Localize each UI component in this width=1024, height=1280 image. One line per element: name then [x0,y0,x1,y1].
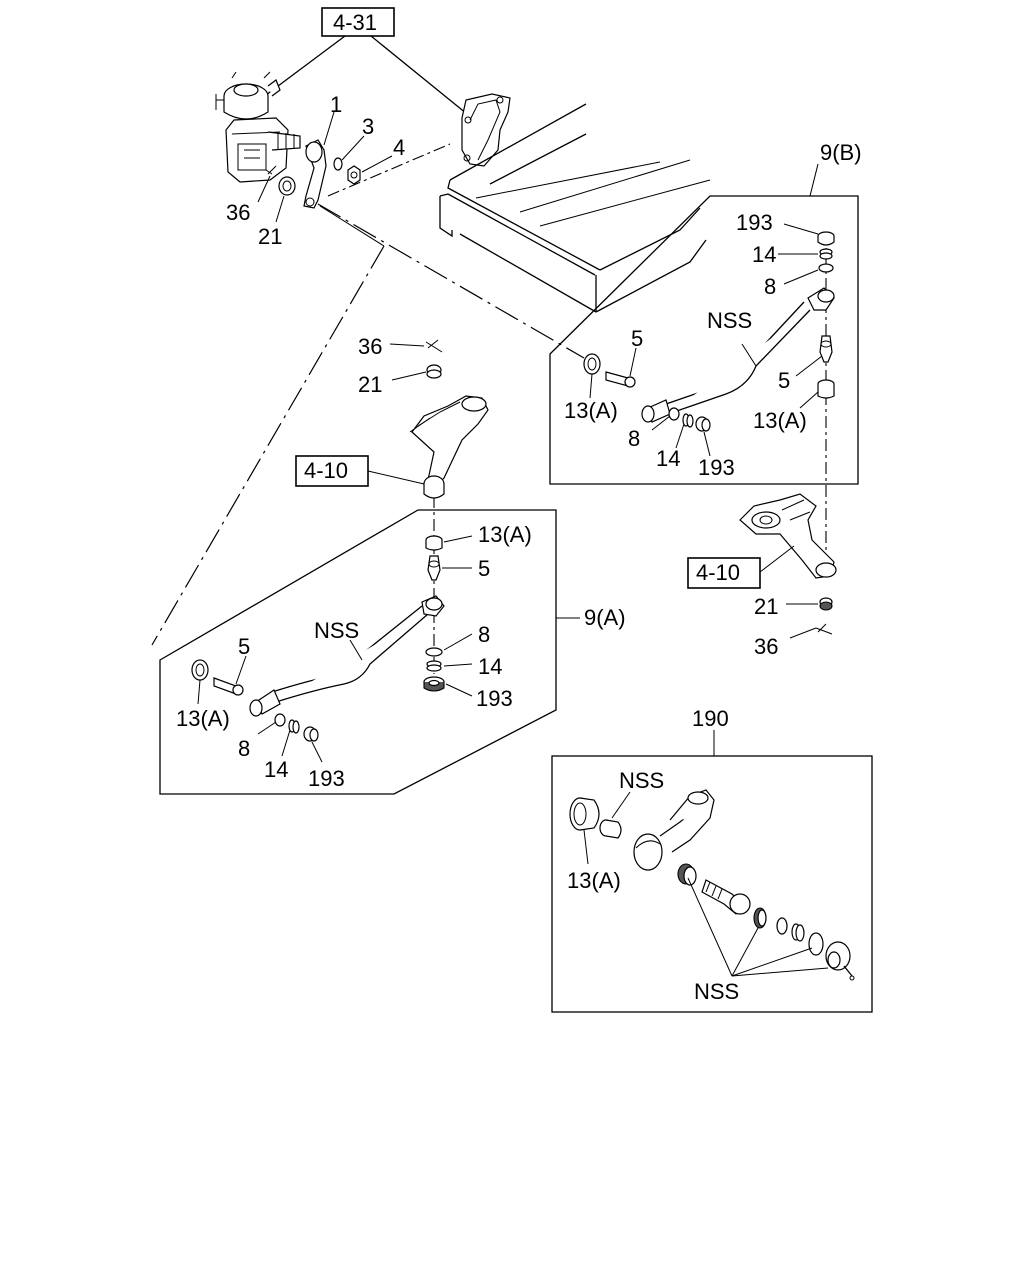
spring-190 [791,923,805,942]
drag-link-9a [249,595,445,717]
label-36-idler-left: 36 [358,334,382,359]
socket-13a-left-a [191,659,209,681]
label-part-36-gearbox: 36 [226,200,250,225]
ring-8-bottom-a [274,713,286,727]
spring-14-top-b [819,248,833,260]
group-190-label: 190 [692,706,729,731]
label-8-top-b: 8 [764,274,776,299]
seal-190 [677,863,697,886]
ring-8-bottom-b [668,407,680,421]
group-9a-label: 9(A) [584,605,626,630]
label-5-left-b: 5 [631,326,643,351]
group-9a-frame [159,509,557,795]
group-190-frame [551,755,873,1013]
label-14-top-b: 14 [752,242,776,267]
label-nss-190-bottom: NSS [694,979,739,1004]
spring-14-right-a [426,660,442,672]
label-14-bottom-a: 14 [264,757,288,782]
ref-box-4-10-left[interactable]: 4-10 [295,455,369,487]
label-nss-a: NSS [314,618,359,643]
ring-8-right-a [425,647,443,657]
idler-arm-right [739,493,837,579]
label-14-bottom-b: 14 [656,446,680,471]
socket-13a-top-a [425,535,443,551]
label-21-idler-left: 21 [358,372,382,397]
ring-8-top-b [818,263,834,273]
label-13a-right-b: 13(A) [753,408,807,433]
label-nss-190-top: NSS [619,768,664,793]
ring-190 [753,907,767,929]
label-5-top-a: 5 [478,556,490,581]
steering-gearbox [215,71,301,183]
drag-link-9b [641,287,835,423]
nut-21-idler-right [819,597,833,611]
tie-rod-end-190 [633,789,715,871]
cotter-pin-36-gearbox [265,165,277,175]
cotter-pin-36-idler-right [815,623,833,635]
label-193-right-a: 193 [476,686,513,711]
cap-190 [825,941,855,981]
label-193-bottom-a: 193 [308,766,345,791]
seal-193-bottom-b [695,416,711,432]
nss-bushing-190 [599,819,622,839]
seal-193-bottom-a [303,726,319,742]
nut-21-gearbox [278,176,296,196]
spring-14-bottom-b [682,413,694,428]
ref-box-4-31[interactable]: 4-31 [321,7,395,37]
nut-21-idler-left [426,364,442,379]
socket-13a-190 [569,797,600,831]
ref-label-4-10-right: 4-10 [696,560,740,585]
ball-stud-190 [701,879,751,915]
cotter-pin-36-idler-left [425,339,443,353]
nut-3 [333,157,343,171]
label-5-left-a: 5 [238,634,250,659]
label-21-idler-right: 21 [754,594,778,619]
label-193-bottom-b: 193 [698,455,735,480]
label-5-right-b: 5 [778,368,790,393]
socket-13a-right-b [817,379,835,399]
label-13a-top-a: 13(A) [478,522,532,547]
label-part-1: 1 [330,92,342,117]
ref-box-4-10-right[interactable]: 4-10 [687,557,761,589]
group-9b-frame [549,195,859,485]
label-8-bottom-b: 8 [628,426,640,451]
label-13a-left-b: 13(A) [564,398,618,423]
label-part-4: 4 [393,135,405,160]
ref-label-4-31: 4-31 [333,10,377,35]
ref-label-4-10-left: 4-10 [304,458,348,483]
plate-190 [808,932,824,956]
label-8-bottom-a: 8 [238,736,250,761]
chassis-frame [439,93,711,313]
label-13a-left-a: 13(A) [176,706,230,731]
ballstud-5-right-b [819,335,833,363]
label-part-21-gearbox: 21 [258,224,282,249]
group-9b-label: 9(B) [820,140,862,165]
seal-193-right-a [423,676,445,692]
label-193-top-b: 193 [736,210,773,235]
ballstud-5-left-a [213,677,244,696]
label-nss-b: NSS [707,308,752,333]
label-part-3: 3 [362,114,374,139]
ballstud-5-left-b [605,371,636,388]
spring-14-bottom-a [288,719,300,734]
label-13a-190: 13(A) [567,868,621,893]
label-14-right-a: 14 [478,654,502,679]
label-8-right-a: 8 [478,622,490,647]
idler-arm-left [409,395,489,499]
washer-190 [776,917,788,935]
label-36-idler-right: 36 [754,634,778,659]
pitman-arm [303,139,327,209]
nut-4 [347,165,361,185]
seal-193-top-b [817,231,835,246]
ballstud-5-top-a [427,555,441,581]
socket-13a-left-b [583,353,601,375]
